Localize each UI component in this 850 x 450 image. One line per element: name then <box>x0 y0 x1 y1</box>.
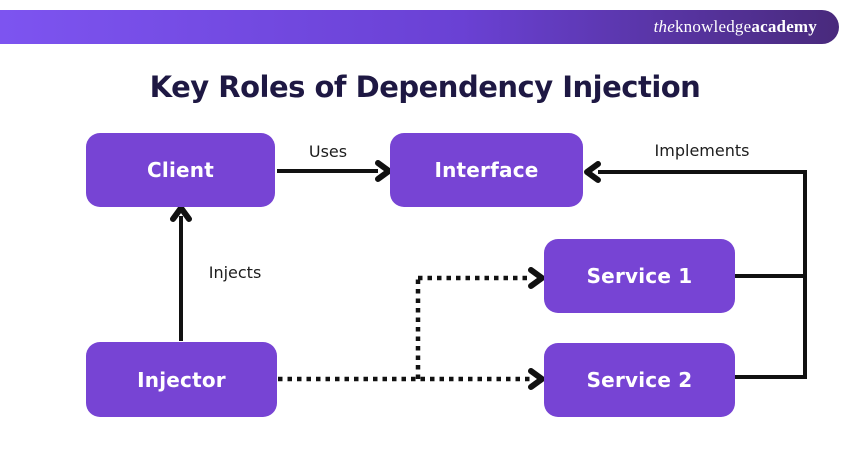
edge-label-uses: Uses <box>308 142 348 161</box>
node-service-2: Service 2 <box>544 343 735 417</box>
node-injector-label: Injector <box>137 367 226 392</box>
logo-word-academy: academy <box>751 17 817 36</box>
service2-arrowhead-icon <box>528 368 545 390</box>
edge-label-implements: Implements <box>654 141 750 160</box>
node-service-2-label: Service 2 <box>586 368 693 392</box>
injects-arrowhead-icon <box>170 205 192 222</box>
node-service-1-label: Service 1 <box>586 264 693 288</box>
logo-word-the: the <box>653 17 675 36</box>
brand-banner: theknowledgeacademy <box>0 10 839 44</box>
service1-arrowhead-icon <box>528 267 545 289</box>
logo-word-knowledge: knowledge <box>674 17 752 36</box>
node-interface: Interface <box>390 133 583 207</box>
node-injector: Injector <box>86 342 277 417</box>
node-client: Client <box>86 133 275 207</box>
brand-logo: theknowledgeacademy <box>654 17 817 37</box>
uses-arrowhead-icon <box>375 160 392 182</box>
node-interface-label: Interface <box>434 158 539 182</box>
page-title: Key Roles of Dependency Injection <box>149 70 701 104</box>
node-service-1: Service 1 <box>544 239 735 313</box>
implements-arrowhead-icon <box>584 161 601 183</box>
edge-label-injects: Injects <box>208 263 262 282</box>
node-client-label: Client <box>147 158 214 182</box>
